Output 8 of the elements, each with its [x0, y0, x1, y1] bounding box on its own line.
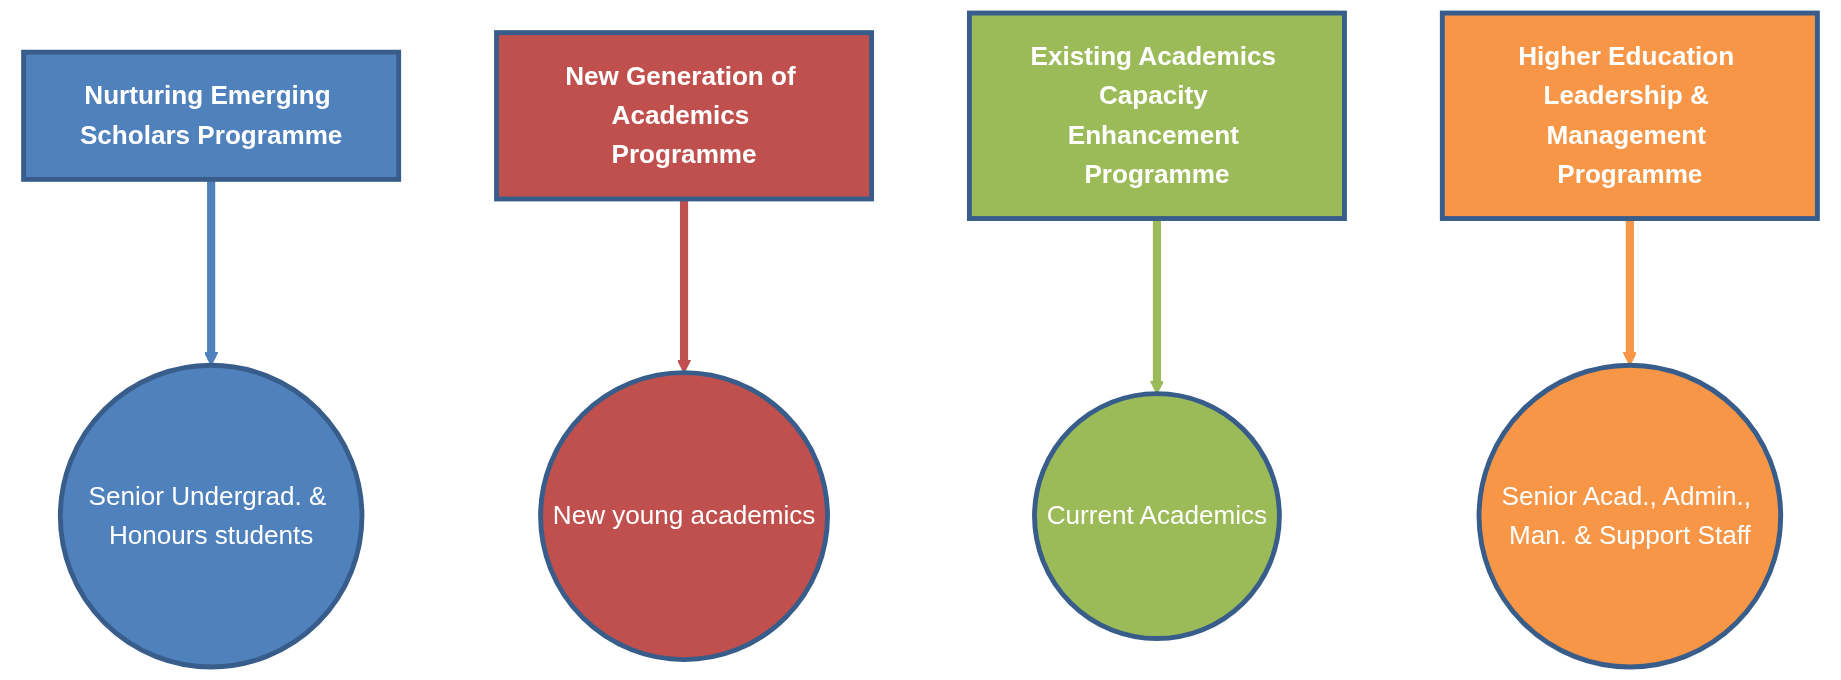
- node-box: Existing Academics Capacity Enhancement Programme: [966, 10, 1347, 221]
- node-circle: Senior Acad., Admin., Man. & Support Staff: [1476, 362, 1784, 670]
- node-box: Nurturing Emerging Scholars Programme: [21, 49, 402, 182]
- node-circle: Current Academics: [1032, 391, 1282, 641]
- node-circle: New young academics: [538, 370, 830, 663]
- node-circle: Senior Undergrad. & Honours students: [57, 362, 365, 670]
- node-box: New Generation of Academics Programme: [494, 30, 875, 202]
- node-box: Higher Education Leadership & Management Programme: [1439, 10, 1820, 221]
